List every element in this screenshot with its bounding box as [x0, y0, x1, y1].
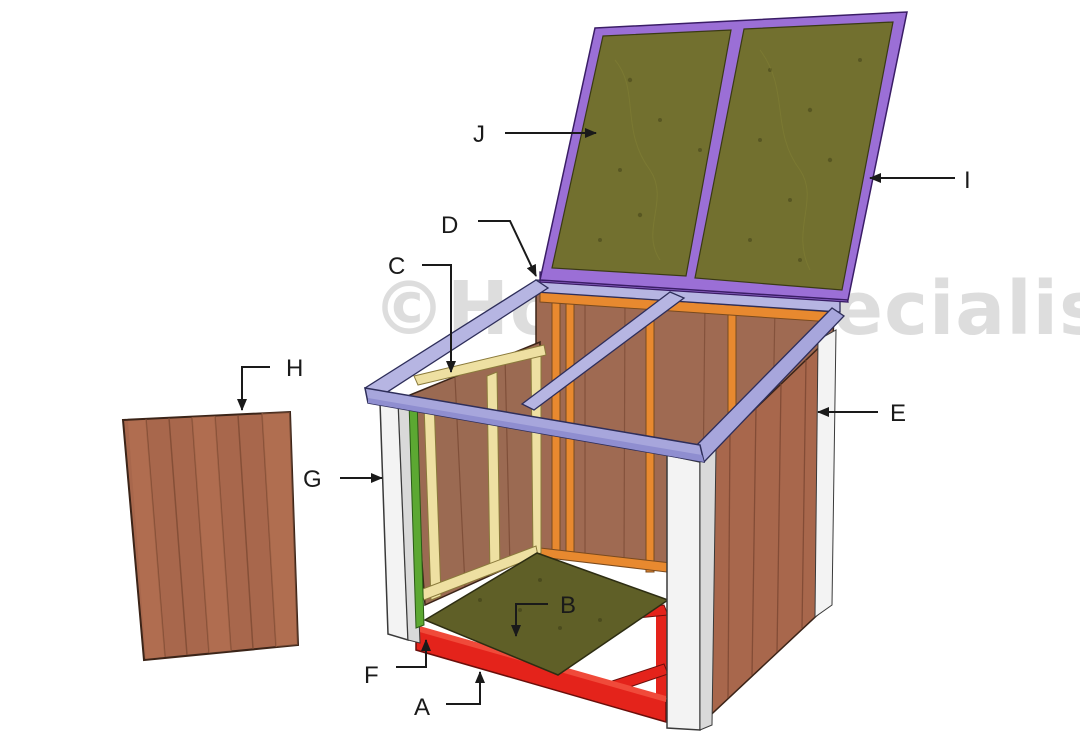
callout-arrows: [237, 128, 955, 705]
part-labels: J I D C H G E B F A: [286, 121, 971, 721]
label-g: G: [303, 466, 322, 493]
label-f: F: [364, 662, 379, 689]
label-i: I: [964, 167, 971, 194]
arrow-f: [396, 639, 431, 668]
label-h: H: [286, 355, 303, 382]
top-frame: [363, 279, 846, 463]
arrow-d: [478, 220, 537, 277]
label-j: J: [473, 121, 485, 148]
arrow-c: [422, 264, 456, 373]
front-right-trim: [666, 446, 717, 731]
left-trim: [379, 394, 425, 644]
door-panel: [121, 410, 300, 662]
lid-plywood-right: [694, 21, 894, 291]
arrow-b: [511, 603, 548, 637]
arrow-a: [446, 671, 485, 705]
roof-lid: [539, 11, 908, 303]
label-d: D: [441, 212, 458, 239]
label-b: B: [560, 592, 576, 619]
rafter-c: [413, 344, 547, 386]
label-a: A: [414, 694, 430, 721]
arrow-h: [237, 366, 270, 411]
label-c: C: [388, 253, 405, 280]
label-e: E: [890, 400, 906, 427]
lid-plywood-left: [551, 29, 732, 277]
